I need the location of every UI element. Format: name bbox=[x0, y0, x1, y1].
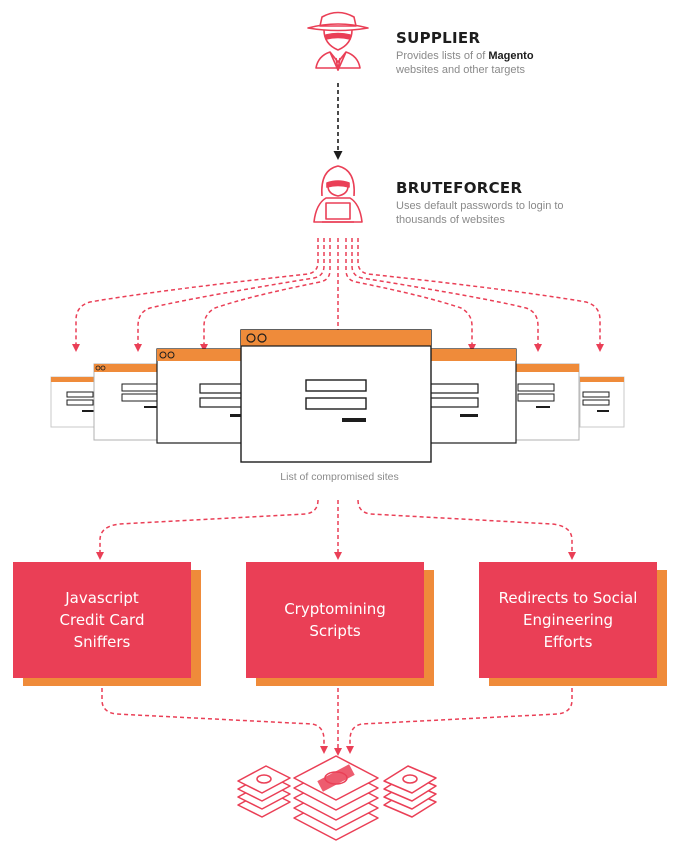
outcome-card-credit-card-sniffers: Javascript Credit Card Sniffers bbox=[13, 562, 201, 686]
card-line: Scripts bbox=[309, 622, 361, 640]
compromised-sites bbox=[50, 329, 625, 463]
supplier-description: Provides lists of of Magento websites an… bbox=[396, 49, 571, 77]
hacker-icon bbox=[313, 165, 363, 223]
card-line: Efforts bbox=[543, 633, 593, 651]
supplier-desc-pre: Provides lists of of bbox=[396, 50, 489, 62]
spy-icon bbox=[307, 11, 369, 71]
money-stack-left bbox=[237, 765, 291, 818]
outcomes-to-money-arrows bbox=[101, 688, 573, 756]
card-face: Javascript Credit Card Sniffers bbox=[13, 562, 191, 678]
card-line: Javascript bbox=[65, 589, 139, 607]
money-stack-center bbox=[293, 755, 379, 841]
card-face: Redirects to Social Engineering Efforts bbox=[479, 562, 657, 678]
outcome-card-social-engineering: Redirects to Social Engineering Efforts bbox=[479, 562, 667, 686]
browser-window-outer-right bbox=[579, 376, 625, 428]
outcome-card-cryptomining: Cryptomining Scripts bbox=[246, 562, 434, 686]
card-line: Credit Card bbox=[59, 611, 145, 629]
card-line: Redirects to Social bbox=[498, 589, 638, 607]
browser-window-center bbox=[240, 329, 432, 463]
browser-window-right-3 bbox=[419, 348, 517, 444]
money-stack-icon bbox=[237, 755, 437, 841]
supplier-title: SUPPLIER bbox=[396, 29, 481, 47]
money-stack-right bbox=[383, 765, 437, 818]
card-face: Cryptomining Scripts bbox=[246, 562, 424, 678]
supplier-desc-post: websites and other targets bbox=[396, 64, 526, 76]
browser-window-outer-left bbox=[50, 376, 98, 428]
sites-caption: List of compromised sites bbox=[280, 471, 399, 483]
card-line: Engineering bbox=[523, 611, 613, 629]
bruteforcer-description: Uses default passwords to login to thous… bbox=[396, 200, 564, 226]
sites-to-outcomes-arrows bbox=[96, 499, 576, 560]
browser-window-right-2 bbox=[512, 363, 580, 441]
bruteforcer-title: BRUTEFORCER bbox=[396, 179, 523, 197]
supplier-desc-magento: Magento bbox=[488, 50, 534, 62]
bruteforcer-fanout-arrows bbox=[72, 238, 604, 360]
card-line: Cryptomining bbox=[284, 600, 386, 618]
browser-window-left-2 bbox=[93, 363, 165, 441]
card-line: Sniffers bbox=[73, 633, 131, 651]
